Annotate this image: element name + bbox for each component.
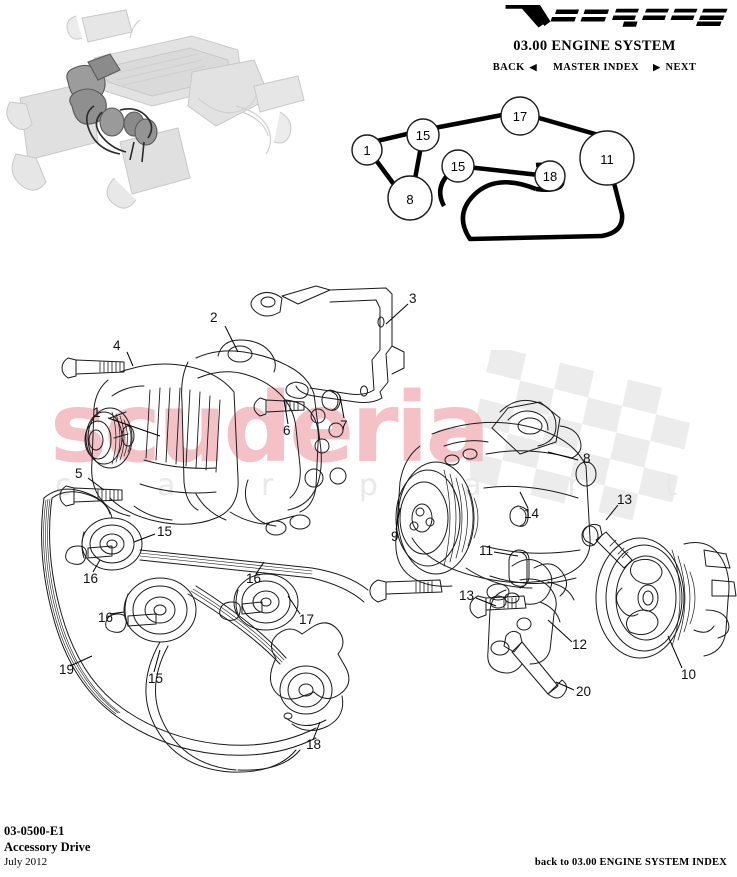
callout-5-lower-bolt: 5 — [75, 466, 83, 481]
callout-14-spacer: 14 — [524, 506, 540, 521]
callout-4-upper-bolt: 4 — [113, 338, 121, 353]
back-link[interactable]: BACK — [492, 62, 525, 73]
callout-20-long-bolt: 20 — [576, 684, 592, 699]
callout-15-idler-lower: 15 — [148, 671, 164, 686]
svg-text:1: 1 — [363, 143, 370, 158]
svg-text:15: 15 — [451, 159, 465, 174]
svg-text:18: 18 — [543, 169, 557, 184]
callout-13-bolt-upper: 13 — [617, 492, 633, 507]
callout-7-spacer: 7 — [340, 418, 348, 433]
next-link[interactable]: NEXT — [665, 62, 697, 73]
callout-16-bolt-lower: 16 — [98, 610, 114, 625]
callout-11-spacer-pump: 11 — [479, 543, 494, 558]
back-arrow-icon[interactable]: ◀ — [529, 62, 537, 72]
svg-text:11: 11 — [600, 152, 614, 167]
vanquish-logo — [505, 5, 728, 28]
callout-16-bolt-right: 16 — [246, 571, 262, 586]
callout-17-pulley: 17 — [299, 612, 315, 627]
drawing-name: Accessory Drive — [4, 839, 91, 854]
callout-13-bolt-lower: 13 — [459, 588, 475, 603]
next-arrow-icon[interactable]: ▶ — [653, 62, 661, 72]
callout-12-pump-bracket: 12 — [572, 637, 588, 652]
callout-10-power-steering: 10 — [681, 667, 697, 682]
callout-15-idler-upper: 15 — [157, 524, 173, 539]
callout-16-bolt-upper: 16 — [83, 571, 99, 586]
callout-2-alternator-bracket: 2 — [210, 310, 218, 325]
svg-text:15: 15 — [416, 128, 430, 143]
callout-19-drive-belt: 19 — [59, 662, 75, 677]
belt-routing-schematic: 1 15 17 11 8 15 18 — [351, 96, 635, 242]
exploded-parts-drawing — [41, 285, 737, 773]
svg-text:8: 8 — [406, 192, 413, 207]
drawing-date: July 2012 — [4, 855, 48, 868]
drawing-code: 03-0500-E1 — [4, 823, 65, 838]
navigation-bar: BACK ◀ MASTER INDEX ▶ NEXT — [464, 62, 729, 73]
svg-text:17: 17 — [513, 109, 527, 124]
callout-9-compressor-bolt: 9 — [391, 529, 399, 544]
callout-18-tensioner: 18 — [306, 737, 322, 752]
system-title: 03.00 ENGINE SYSTEM — [513, 38, 676, 54]
callout-8-ac-compressor: 8 — [583, 451, 591, 466]
master-index-link[interactable]: MASTER INDEX — [552, 62, 640, 73]
page-header: 03.00 ENGINE SYSTEM BACK ◀ MASTER INDEX … — [464, 0, 729, 73]
back-to-index-link[interactable]: back to 03.00 ENGINE SYSTEM INDEX — [534, 857, 727, 868]
footer-left: 03-0500-E1 Accessory Drive July 2012 — [4, 823, 90, 869]
callout-3-support-bracket: 3 — [409, 291, 417, 306]
callout-1-alternator: 1 — [93, 405, 101, 420]
callout-6-stud: 6 — [283, 423, 291, 438]
engine-assembly-thumbnail — [6, 9, 305, 209]
